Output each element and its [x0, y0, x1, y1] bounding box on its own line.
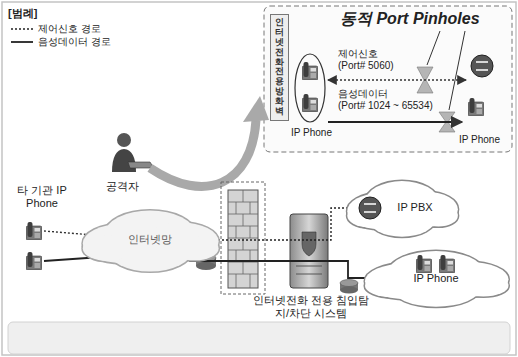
voice-path — [189, 261, 366, 278]
firewall-icon — [221, 182, 265, 294]
legend-heading: [범례] — [8, 7, 37, 20]
phone-icon — [26, 252, 42, 270]
signal-label: 제어신호 — [338, 48, 378, 60]
attack-arrow — [150, 120, 256, 186]
cloud-label: IP PBX — [397, 201, 432, 214]
port-label: (Port# 1024 ~ 65534) — [338, 100, 433, 112]
phone-icons — [414, 254, 458, 274]
control-arrow — [328, 79, 466, 80]
device-label: IP Phone — [459, 134, 500, 146]
phone-group-ring — [295, 54, 325, 122]
ips-server-icon — [290, 214, 328, 288]
device-label: IP Phone — [291, 127, 332, 139]
pinhole-title: 동적 Port Pinholes — [340, 10, 480, 28]
legend-row: 음성데이터 경로 — [10, 35, 111, 48]
bottom-panel — [8, 322, 510, 354]
device-label: 타 기관 IP Phone — [14, 184, 70, 209]
phone-icon — [302, 62, 318, 80]
phone-icon — [302, 94, 318, 112]
legend-row: 제어신호 경로 — [10, 22, 111, 35]
legend-line-sample — [10, 25, 34, 33]
legend-text: 제어신호 경로 — [38, 22, 101, 36]
port-label: (Port# 5060) — [338, 60, 394, 72]
vertical-label: 인터넷전화 전용 방화벽 — [275, 18, 284, 117]
phone-cloud: IP Phone — [362, 246, 510, 310]
control-path — [218, 208, 348, 240]
firewall-band: 인터넷전화 전용 방화벽 — [270, 14, 289, 121]
attacker-figure — [112, 133, 154, 172]
system-label: 인터넷전화 전용 침입탐지/차단 시스템 — [250, 294, 372, 319]
pbx-cloud: IP PBX — [345, 176, 459, 240]
phone-icon — [26, 222, 42, 240]
legend: 제어신호 경로음성데이터 경로 — [10, 22, 111, 48]
cloud-label: IP Phone — [413, 272, 458, 285]
signal-label: 음성데이터 — [338, 88, 388, 100]
internet-cloud: 인터넷망 — [80, 205, 220, 275]
attack-arrow-head — [243, 96, 269, 122]
voice-arrow — [328, 121, 462, 123]
inset-panel — [264, 6, 512, 152]
leader-line — [427, 31, 440, 65]
attacker-label: 공격자 — [106, 180, 139, 193]
legend-text: 음성데이터 경로 — [38, 35, 111, 49]
cloud-label: 인터넷망 — [128, 233, 172, 246]
router-icon — [340, 280, 358, 294]
leader-line — [449, 31, 465, 110]
pbx-icon — [471, 55, 493, 77]
legend-line-sample — [10, 38, 34, 46]
phone-icon — [468, 98, 484, 116]
pbx-icon — [357, 195, 383, 221]
